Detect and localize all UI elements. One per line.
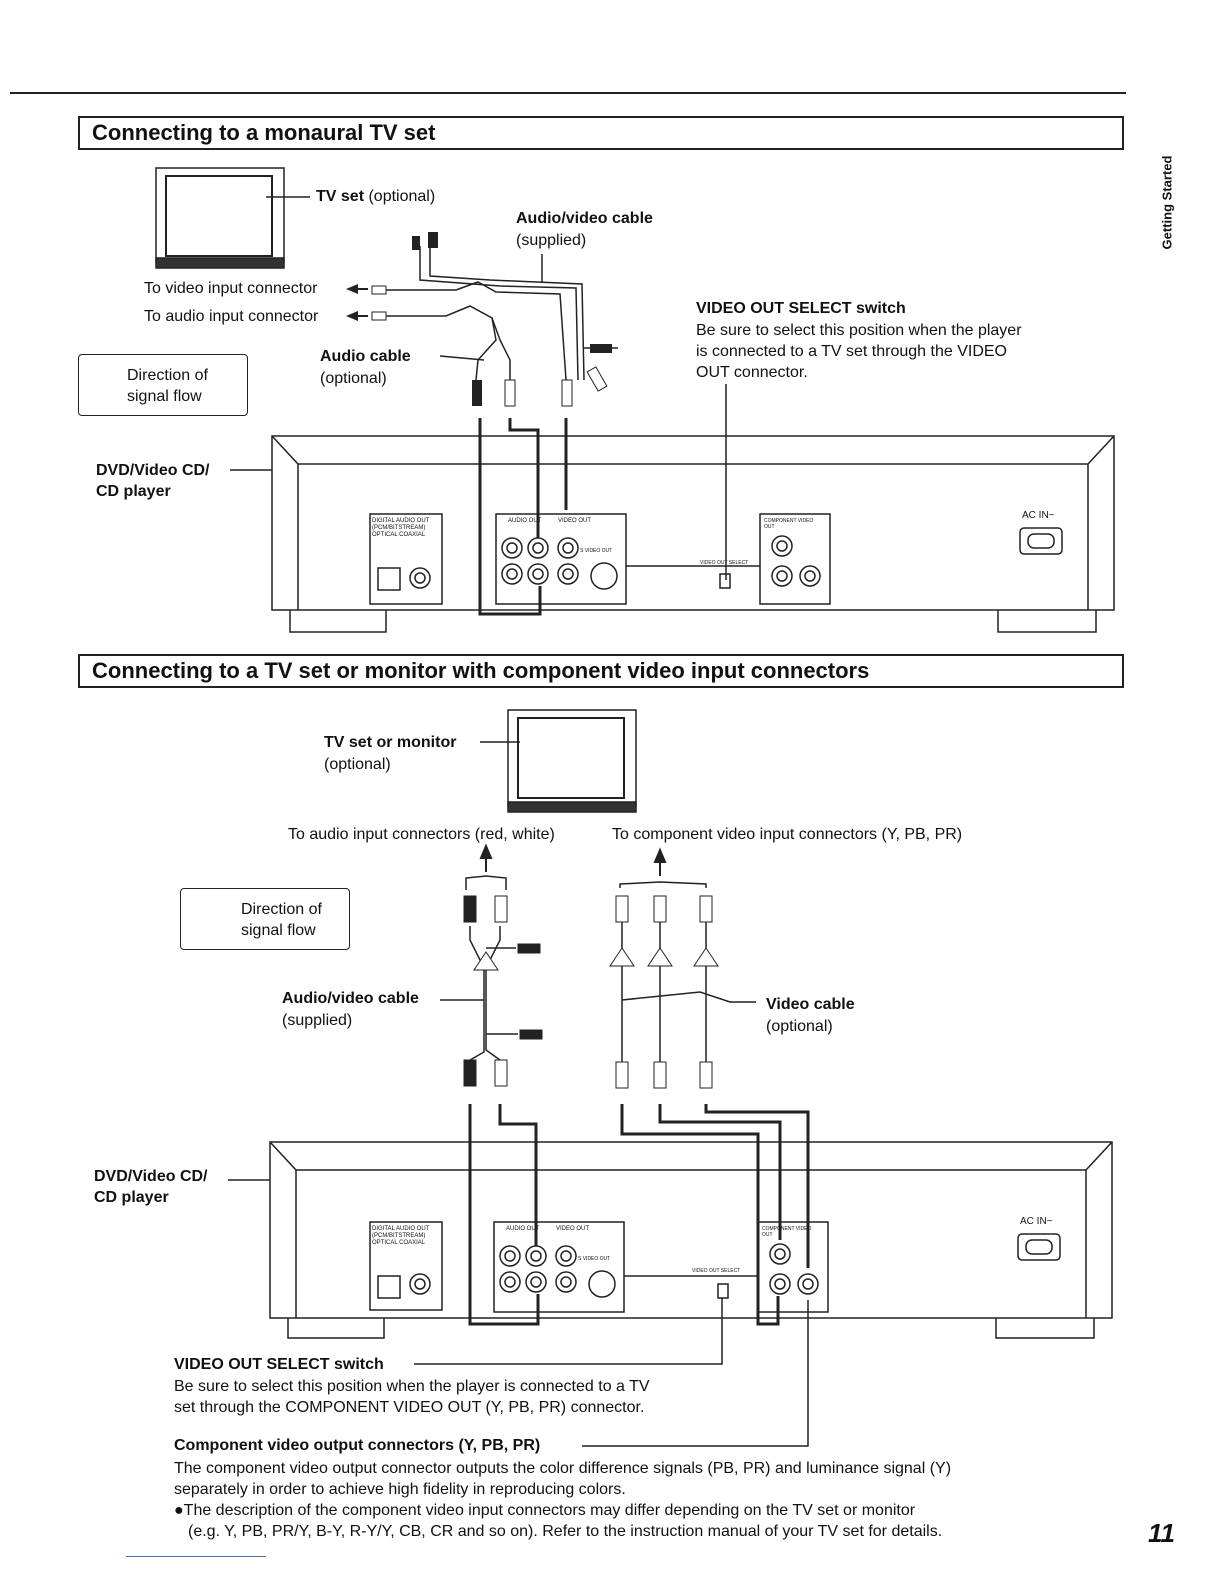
audio-cable-sub: (optional) xyxy=(320,370,387,387)
plugs-1 xyxy=(371,232,612,407)
panel-component-1: COMPONENT VIDEO OUT xyxy=(764,518,814,530)
panel-digital-1: DIGITAL AUDIO OUT(PCM/BITSTREAM)OPTICAL … xyxy=(372,518,430,538)
component-output-text: The component video output connector out… xyxy=(174,1460,952,1540)
audio-cable-title: Audio cable xyxy=(320,348,411,365)
arrows-2 xyxy=(479,843,667,876)
section-title-monaural: Connecting to a monaural TV set xyxy=(78,116,1124,150)
panel-svideo-2: S VIDEO OUT xyxy=(578,1256,611,1262)
signal-wires-1 xyxy=(478,418,568,616)
panel-audio-out-2: AUDIO OUT xyxy=(506,1226,540,1232)
vos-title-2: VIDEO OUT SELECT switch xyxy=(174,1356,384,1373)
panel-digital-2: DIGITAL AUDIO OUT(PCM/BITSTREAM)OPTICAL … xyxy=(372,1226,430,1246)
video-cable-title: Video cable xyxy=(766,996,855,1013)
vos-text-2: Be sure to select this position when the… xyxy=(174,1378,650,1416)
tv-set-1 xyxy=(155,167,310,269)
footer-rule xyxy=(126,1556,266,1557)
player-label-2: DVD/Video CD/CD player xyxy=(94,1168,208,1206)
av-cable-sub-2: (supplied) xyxy=(282,1012,353,1029)
panel-video-out-2: VIDEO OUT xyxy=(556,1226,590,1232)
panel-component-2: COMPONENT VIDEO OUT xyxy=(762,1226,812,1238)
panel-vos-1: VIDEO OUT SELECT xyxy=(700,560,749,566)
vos-text-1: Be sure to select this position when the… xyxy=(696,322,1022,381)
page-number: 11 xyxy=(1148,1518,1175,1548)
dvd-player-2 xyxy=(228,1141,1113,1339)
header-rule xyxy=(10,92,1126,94)
av-cable-title-1: Audio/video cable xyxy=(516,210,653,227)
player-label-1: DVD/Video CD/CD player xyxy=(96,462,210,500)
av-cable-2 xyxy=(440,922,756,1072)
signal-wires-2 xyxy=(468,1104,810,1326)
brackets-2 xyxy=(465,875,707,890)
tv-set-2 xyxy=(480,709,637,813)
component-output-title: Component video output connectors (Y, PB… xyxy=(174,1437,541,1454)
plugs-2 xyxy=(463,895,719,1089)
av-cable-sub-1: (supplied) xyxy=(516,232,587,249)
tv-monitor-sub: (optional) xyxy=(324,756,391,773)
to-video-label: To video input connector xyxy=(144,280,318,297)
video-cable-sub: (optional) xyxy=(766,1018,833,1035)
arrows-1 xyxy=(346,284,368,321)
panel-acin-2: AC IN~ xyxy=(1020,1216,1053,1227)
section-title-component: Connecting to a TV set or monitor with c… xyxy=(78,654,1124,688)
panel-acin-1: AC IN~ xyxy=(1022,510,1055,521)
to-component-connectors: To component video input connectors (Y, … xyxy=(612,826,963,843)
panel-audio-out-1: AUDIO OUT xyxy=(508,518,542,524)
vos-title-1: VIDEO OUT SELECT switch xyxy=(696,300,906,317)
av-cable-1 xyxy=(376,246,618,381)
panel-video-out-1: VIDEO OUT xyxy=(558,518,592,524)
dvd-player-1 xyxy=(230,435,1115,633)
to-audio-label: To audio input connector xyxy=(144,308,319,325)
tv-set-label-1: TV set (optional) xyxy=(316,188,436,205)
to-audio-connectors: To audio input connectors (red, white) xyxy=(288,826,555,843)
av-cable-title-2: Audio/video cable xyxy=(282,990,419,1007)
panel-vos-2: VIDEO OUT SELECT xyxy=(692,1268,741,1274)
panel-svideo-1: S VIDEO OUT xyxy=(580,548,613,554)
tv-monitor-label: TV set or monitor xyxy=(324,734,457,751)
